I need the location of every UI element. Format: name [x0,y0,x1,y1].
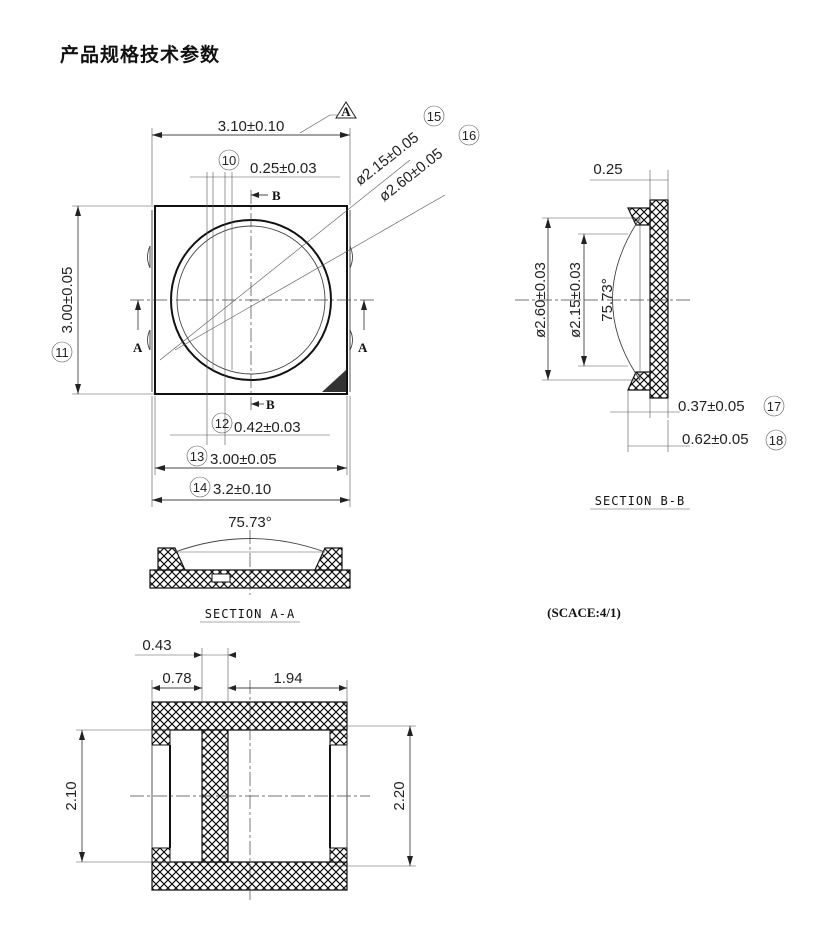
page-title: 产品规格技术参数 [60,44,221,66]
section-bb-dim-215: ø2.15±0.03 [567,262,584,338]
svg-text:10: 10 [222,153,236,168]
section-bb-view: 0.25 ø2.60±0.03 ø2.15±0.03 75.73° 0.37±0… [515,161,787,510]
bottom-dim-220: 2.20 [391,781,408,810]
section-mark-b-top: B [272,188,281,203]
dim-id-17: 17 [767,399,781,414]
section-bb-angle: 75.73° [599,278,616,322]
section-bb-dim-18: 0.62±0.05 [682,431,749,448]
section-mark-a-right: A [358,340,368,355]
dim-id-11: 11 [55,345,69,360]
dim-id-12: 12 [215,416,229,431]
dim-14-text: 3.2±0.10 [213,481,271,498]
section-mark-b-bottom: B [266,397,275,412]
bottom-dim-078: 0.78 [162,670,191,687]
bottom-dim-210: 2.10 [63,781,80,810]
dim-id-10 [218,149,240,171]
bottom-dim-194: 1.94 [273,670,302,687]
section-aa-angle: 75.73° [228,514,272,531]
datum-label: A [341,104,351,119]
section-mark-a-left: A [133,340,143,355]
dim-id-13: 13 [190,449,204,464]
section-bb-title: SECTION B-B [595,494,685,508]
dim-id-15: 15 [427,109,441,124]
dim-10-text: 0.25±0.03 [250,160,317,177]
dim-id-14: 14 [193,480,207,495]
datum-triangle [335,101,357,119]
dim-id-16: 16 [462,128,476,143]
bottom-view: 0.43 0.78 1.94 2.10 [63,637,416,900]
dim-11-text: 3.00±0.05 [59,267,76,334]
bottom-dim-043: 0.43 [142,637,171,654]
section-bb-top-dim: 0.25 [593,161,622,178]
scale-note: (SCACE:4/1) [547,605,621,620]
polarity-mark [322,370,346,392]
width-dim: 3.10±0.10 [218,118,285,135]
dim-12-text: 0.42±0.03 [234,419,301,436]
section-bb-dim-260: ø2.60±0.03 [532,262,549,338]
section-aa-title: SECTION A-A [205,607,295,621]
dim-id-18: 18 [769,433,783,448]
dim-13-text: 3.00±0.05 [210,451,277,468]
section-aa-view: 75.73° SECTION A-A [149,514,351,623]
top-view: 3.10±0.10 A 10 0.25±0.03 ø2.15±0.05 15 ø… [51,101,480,507]
section-bb-dim-17: 0.37±0.05 [678,398,745,415]
